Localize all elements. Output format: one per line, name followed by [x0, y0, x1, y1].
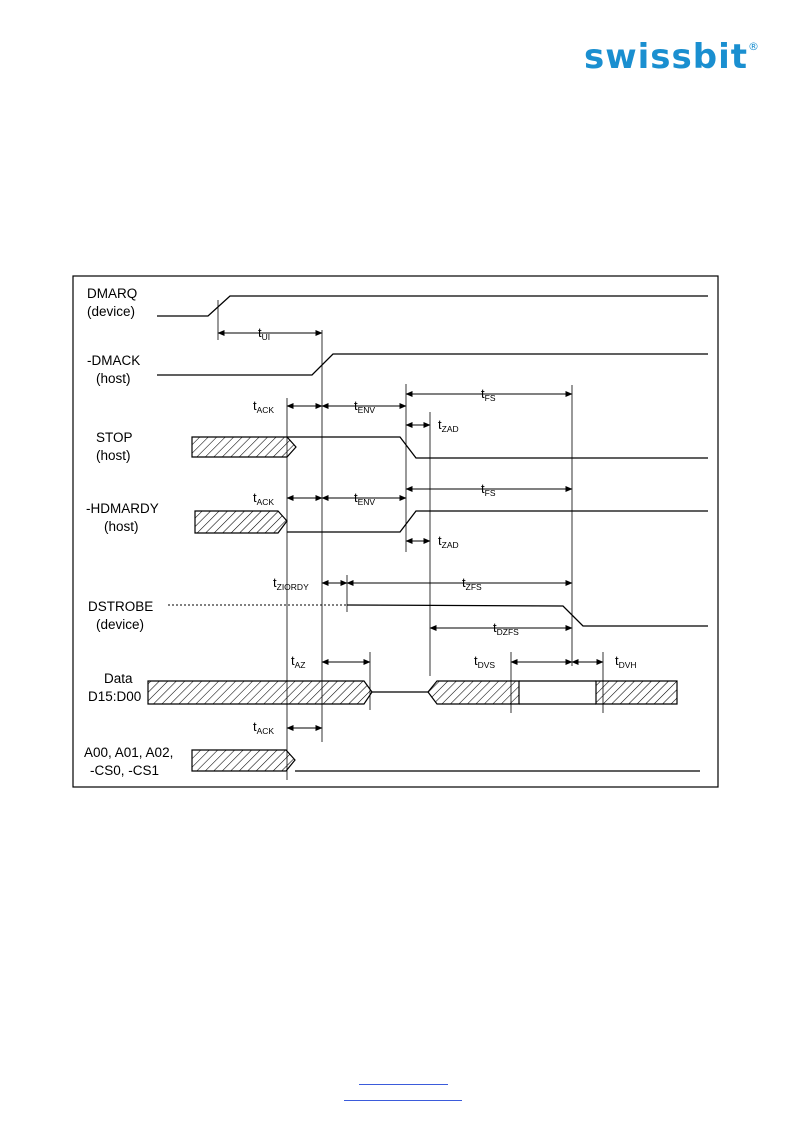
svg-text:tFS: tFS	[481, 481, 496, 498]
signal-label-hdmardy: -HDMARDY (host)	[86, 501, 159, 534]
svg-text:tDVS: tDVS	[474, 653, 495, 670]
signal-label-address: A00, A01, A02, -CS0, -CS1	[84, 745, 173, 778]
timing-arrows	[217, 330, 604, 731]
timing-label-tziordy: tZIORDY	[273, 575, 309, 592]
svg-text:(host): (host)	[104, 519, 139, 534]
svg-text:(host): (host)	[96, 448, 131, 463]
logo-registered-mark: ®	[748, 40, 759, 53]
waveform-stop	[191, 436, 708, 459]
waveform-data	[147, 680, 678, 705]
waveform-dmarq	[157, 295, 708, 317]
timing-label-tenv-stop: tENV	[354, 398, 375, 415]
svg-text:Data: Data	[104, 671, 133, 686]
timing-label-taz: tAZ	[291, 653, 306, 670]
reference-lines	[217, 300, 604, 780]
signal-label-data: Data D15:D00	[88, 671, 141, 704]
timing-label-tdvh: tDVH	[615, 653, 637, 670]
signal-label-dstrobe: DSTROBE (device)	[88, 599, 153, 632]
logo-wordmark: swissbit	[584, 37, 748, 76]
svg-text:tZAD: tZAD	[438, 533, 459, 550]
footer-link-line-1[interactable]	[359, 1084, 448, 1085]
timing-label-tui: tUI	[258, 325, 270, 342]
waveform-dstrobe	[168, 604, 708, 627]
timing-label-tzad-hdmardy: tZAD	[438, 533, 459, 550]
svg-text:tACK: tACK	[253, 398, 274, 415]
timing-label-tack-hdmardy: tACK	[253, 490, 274, 507]
svg-text:tDVH: tDVH	[615, 653, 637, 670]
svg-text:STOP: STOP	[96, 430, 133, 445]
svg-text:DSTROBE: DSTROBE	[88, 599, 153, 614]
timing-label-tenv-hdmardy: tENV	[354, 490, 375, 507]
svg-text:A00, A01, A02,: A00, A01, A02,	[84, 745, 173, 760]
signal-label-stop: STOP (host)	[96, 430, 133, 463]
waveform-hdmardy	[194, 510, 708, 534]
svg-text:tZAD: tZAD	[438, 417, 459, 434]
svg-text:-HDMARDY: -HDMARDY	[86, 501, 159, 516]
diagram-frame	[72, 275, 719, 788]
svg-text:D15:D00: D15:D00	[88, 689, 141, 704]
waveform-dmack	[157, 353, 708, 376]
svg-text:tZFS: tZFS	[462, 575, 482, 592]
timing-label-tzfs: tZFS	[462, 575, 482, 592]
svg-text:tZIORDY: tZIORDY	[273, 575, 309, 592]
signal-label-dmarq: DMARQ (device)	[87, 286, 137, 319]
timing-label-tfs-stop: tFS	[481, 386, 496, 403]
svg-text:tUI: tUI	[258, 325, 270, 342]
svg-text:tENV: tENV	[354, 398, 375, 415]
svg-text:tACK: tACK	[253, 490, 274, 507]
timing-label-tfs-hdmardy: tFS	[481, 481, 496, 498]
timing-label-tack-address: tACK	[253, 719, 274, 736]
timing-label-tack-stop: tACK	[253, 398, 274, 415]
svg-text:-CS0, -CS1: -CS0, -CS1	[90, 763, 159, 778]
svg-text:tDZFS: tDZFS	[493, 620, 519, 637]
svg-text:DMARQ: DMARQ	[87, 286, 137, 301]
svg-text:-DMACK: -DMACK	[87, 353, 140, 368]
svg-text:tENV: tENV	[354, 490, 375, 507]
svg-text:(device): (device)	[87, 304, 135, 319]
waveform-address	[191, 749, 700, 772]
signal-label-dmack: -DMACK (host)	[87, 353, 140, 386]
swissbit-logo: swissbit ®	[584, 37, 759, 76]
svg-text:(host): (host)	[96, 371, 131, 386]
timing-label-tdzfs: tDZFS	[493, 620, 519, 637]
svg-text:tFS: tFS	[481, 386, 496, 403]
svg-text:tACK: tACK	[253, 719, 274, 736]
svg-text:(device): (device)	[96, 617, 144, 632]
timing-label-tdvs: tDVS	[474, 653, 495, 670]
footer-link-line-2[interactable]	[344, 1100, 462, 1101]
timing-label-tzad-stop: tZAD	[438, 417, 459, 434]
svg-text:tAZ: tAZ	[291, 653, 306, 670]
